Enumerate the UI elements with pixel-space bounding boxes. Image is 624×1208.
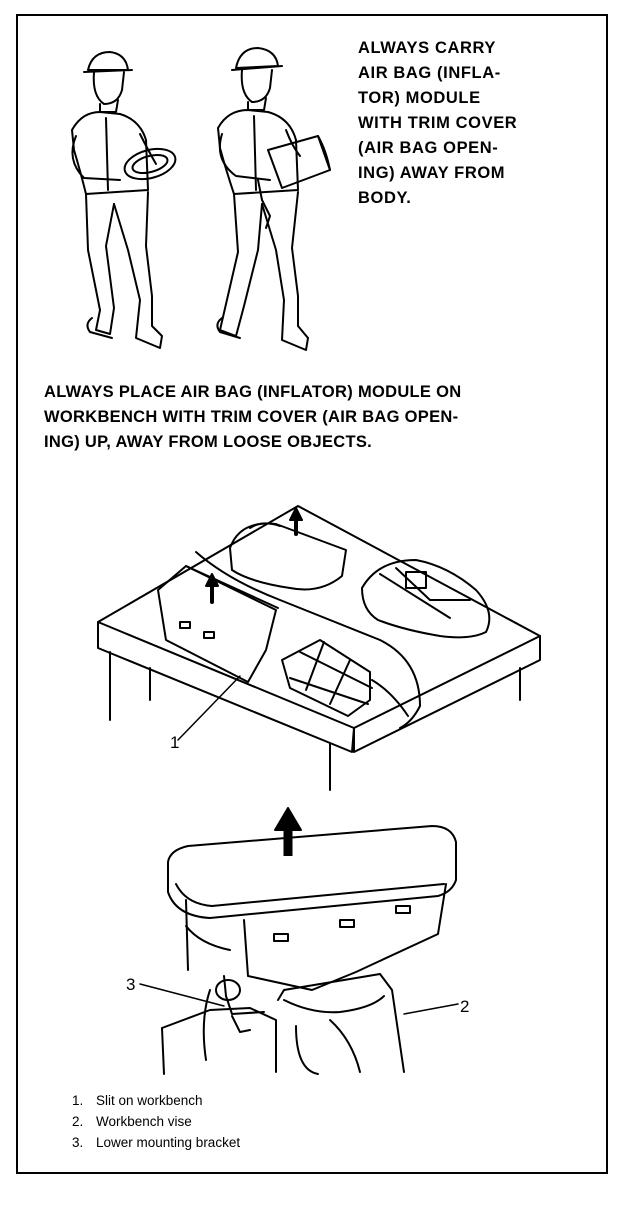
legend-number: 2.	[72, 1114, 84, 1129]
legend-item: 2. Workbench vise	[72, 1111, 240, 1132]
callout-2: 2	[460, 997, 469, 1016]
legend-number: 3.	[72, 1135, 84, 1150]
carry-instruction: ALWAYS CARRY AIR BAG (INFLA- TOR) MODULE…	[358, 39, 518, 207]
legend-text: Lower mounting bracket	[96, 1135, 241, 1150]
diagram-frame	[16, 14, 608, 1174]
legend: 1. Slit on workbench 2. Workbench vise 3. L…	[72, 1090, 240, 1153]
legend-number: 1.	[72, 1093, 84, 1108]
legend-item: 3. Lower mounting bracket	[72, 1132, 240, 1153]
legend-text: Workbench vise	[96, 1114, 192, 1129]
legend-text: Slit on workbench	[96, 1093, 203, 1108]
worker-carrying-steering-module	[71, 51, 177, 349]
callout-1: 1	[170, 733, 179, 752]
workbench-scene	[97, 505, 541, 791]
legend-item: 1. Slit on workbench	[72, 1090, 240, 1111]
callout-3: 3	[126, 975, 135, 994]
vise-scene	[161, 807, 457, 1075]
placement-instruction: ALWAYS PLACE AIR BAG (INFLATOR) MODULE O…	[44, 383, 462, 451]
worker-carrying-passenger-module	[216, 47, 331, 351]
